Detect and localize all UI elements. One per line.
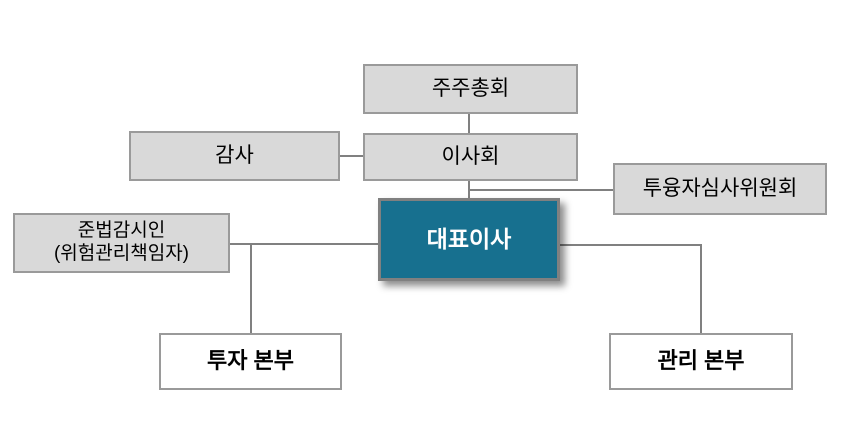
node-shareholders-meeting-label: 주주총회 [431,77,510,101]
connector-ceo-management-division [700,244,702,333]
node-ceo-label: 대표이사 [426,225,512,252]
node-investment-loan-review-committee: 투융자심사위원회 [613,163,827,215]
node-investment-division: 투자 본부 [159,333,342,390]
node-ceo: 대표이사 [378,198,560,281]
node-investment-division-label: 투자 본부 [206,348,295,374]
node-compliance-officer-label-line2: (위험관리책임자) [53,243,189,264]
connector-ceo-investment-division [250,243,252,333]
node-board-of-directors-label: 이사회 [441,145,500,169]
node-investment-loan-review-committee-label: 투융자심사위원회 [642,177,798,201]
connector-board-committee [468,189,613,191]
node-management-division: 관리 본부 [609,333,793,390]
node-board-of-directors: 이사회 [363,133,578,181]
node-shareholders-meeting: 주주총회 [363,64,578,114]
node-auditor-label: 감사 [215,144,254,168]
node-management-division-label: 관리 본부 [657,348,745,374]
node-auditor: 감사 [129,131,340,181]
connector-compliance-ceo [230,243,378,245]
node-compliance-officer: 준법감시인 (위험관리책임자) [13,213,230,273]
connector-ceo-right [560,244,701,246]
node-compliance-officer-label-line1: 준법감시인 [77,220,166,242]
connector-shareholders-board [468,114,470,133]
connector-auditor-board [340,155,363,157]
